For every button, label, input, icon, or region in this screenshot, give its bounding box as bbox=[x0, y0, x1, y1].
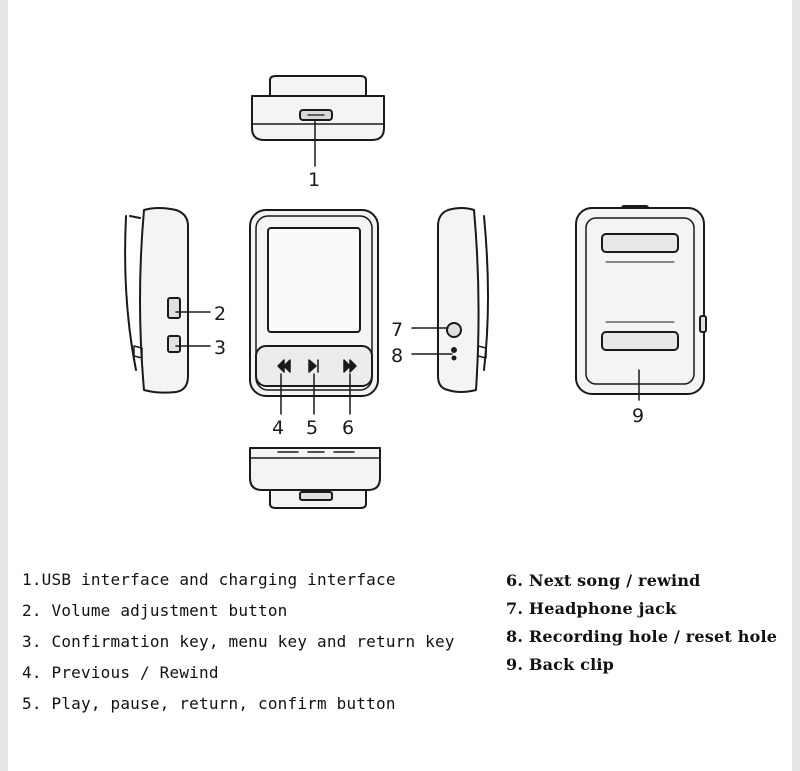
rewind-icon bbox=[277, 359, 291, 373]
callout-1: 1 bbox=[308, 169, 320, 191]
confirm-key-icon bbox=[167, 335, 181, 353]
front-view bbox=[249, 209, 379, 397]
callout-6: 6 bbox=[342, 417, 354, 439]
clip-bar-bottom bbox=[601, 331, 679, 351]
clip-bar-top bbox=[601, 233, 679, 253]
callout-5: 5 bbox=[306, 417, 318, 439]
right-side-view bbox=[437, 207, 489, 393]
legend-item-7: 7. Headphone jack bbox=[506, 599, 677, 618]
callout-2: 2 bbox=[214, 303, 226, 325]
legend-item-1: 1.USB interface and charging interface bbox=[22, 570, 396, 589]
play-pause-icon bbox=[308, 359, 319, 373]
legend-item-2: 2. Volume adjustment button bbox=[22, 601, 288, 620]
legend-item-6: 6. Next song / rewind bbox=[506, 571, 701, 590]
callout-7: 7 bbox=[391, 319, 403, 341]
legend-item-5: 5. Play, pause, return, confirm button bbox=[22, 694, 396, 713]
legend-item-9: 9. Back clip bbox=[506, 655, 615, 674]
legend-item-4: 4. Previous / Rewind bbox=[22, 663, 219, 682]
callout-4: 4 bbox=[272, 417, 284, 439]
recording-hole-icon bbox=[451, 347, 457, 353]
volume-button-icon bbox=[167, 297, 181, 319]
screen bbox=[267, 227, 361, 333]
back-view bbox=[575, 205, 707, 395]
left-side-view bbox=[124, 207, 189, 394]
callout-8: 8 bbox=[391, 345, 403, 367]
leader-lines bbox=[175, 119, 640, 415]
legend-item-3: 3. Confirmation key, menu key and return… bbox=[22, 632, 455, 651]
bottom-view bbox=[249, 447, 381, 509]
callout-9: 9 bbox=[632, 405, 644, 427]
headphone-jack-icon bbox=[446, 322, 462, 338]
device-diagram: 1 2 3 4 5 6 7 8 9 bbox=[124, 75, 707, 509]
callout-3: 3 bbox=[214, 337, 226, 359]
fast-forward-icon bbox=[343, 359, 357, 373]
legend-item-8: 8. Recording hole / reset hole bbox=[506, 627, 778, 646]
top-view bbox=[251, 75, 385, 141]
